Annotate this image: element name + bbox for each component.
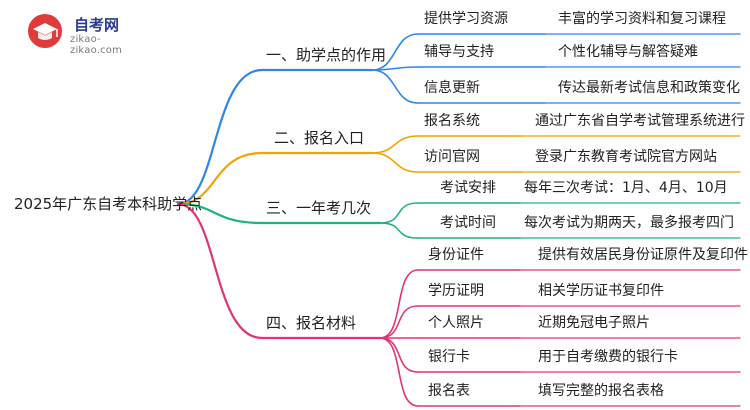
branch-label-3: 三、一年考几次	[266, 199, 372, 217]
branch-4-item-5-desc: 填写完整的报名表格	[538, 383, 664, 399]
branch-4-item-1-desc: 提供有效居民身份证原件及复印件	[538, 247, 748, 263]
branch-4-item-5-name: 报名表	[428, 383, 470, 399]
branch-4-item-4-desc: 用于自考缴费的银行卡	[538, 349, 678, 365]
branch-2-item-1-desc: 通过广东省自学考试管理系统进行	[535, 113, 745, 129]
branch-3-item-2-desc: 每次考试为期两天，最多报考四门	[524, 215, 734, 231]
branch-4-item-4-name: 银行卡	[428, 349, 470, 365]
site-logo[interactable]: 自考网 zikao-zikao.com	[28, 12, 148, 56]
graduation-cap-icon	[28, 14, 62, 48]
branch-label-4: 四、报名材料	[266, 314, 357, 332]
branch-4-item-3-desc: 近期免冠电子照片	[538, 315, 650, 331]
branch-1-item-2-name: 辅导与支持	[424, 44, 494, 60]
branch-4-item-1-name: 身份证件	[428, 247, 484, 263]
branch-2-item-2-desc: 登录广东教育考试院官方网站	[535, 149, 717, 165]
branch-2-item-1-name: 报名系统	[424, 113, 480, 129]
branch-3-item-1-name: 考试安排	[440, 180, 496, 196]
branch-3-item-2-name: 考试时间	[440, 215, 496, 231]
root-topic: 2025年广东自考本科助学点	[14, 195, 203, 213]
branch-4-item-2-name: 学历证明	[428, 283, 484, 299]
branch-1-item-3-name: 信息更新	[424, 80, 480, 96]
branch-1-item-3-desc: 传达最新考试信息和政策变化	[558, 80, 740, 96]
branch-1-item-1-desc: 丰富的学习资料和复习课程	[558, 11, 726, 27]
branch-3-item-1-desc: 每年三次考试：1月、4月、10月	[524, 180, 728, 196]
branch-4-item-3-name: 个人照片	[428, 315, 484, 331]
branch-1-item-2-desc: 个性化辅导与解答疑难	[558, 44, 698, 60]
logo-subtitle: zikao-zikao.com	[70, 34, 123, 56]
branch-label-1: 一、助学点的作用	[266, 46, 387, 64]
logo-title: 自考网	[74, 16, 120, 34]
branch-1-item-1-name: 提供学习资源	[424, 11, 508, 27]
branch-label-2: 二、报名入口	[274, 129, 365, 147]
branch-4-item-2-desc: 相关学历证书复印件	[538, 283, 664, 299]
branch-2-item-2-name: 访问官网	[424, 149, 480, 165]
